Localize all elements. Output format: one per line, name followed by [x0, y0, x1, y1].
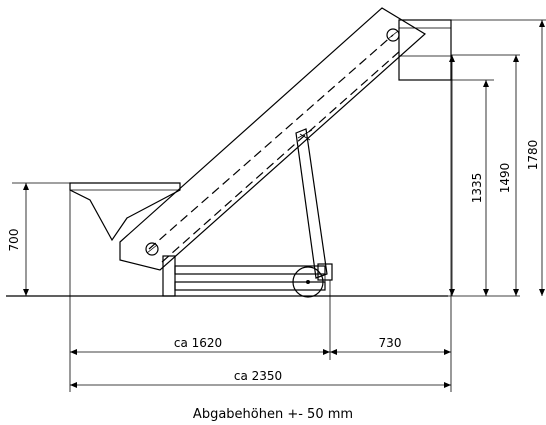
label-length-730: 730 [379, 336, 402, 350]
label-height-1490: 1490 [498, 163, 512, 194]
wheel [292, 266, 324, 298]
discharge-head [398, 19, 452, 81]
base-frame [162, 255, 333, 297]
caption: Abgabehöhen +- 50 mm [193, 407, 353, 422]
label-length-1620: ca 1620 [174, 336, 222, 350]
conveyor-belt [119, 7, 427, 271]
dim-hopper-height [12, 182, 70, 296]
support-strut [295, 128, 328, 279]
label-hopper-height: 700 [7, 229, 21, 252]
label-height-1780: 1780 [526, 140, 540, 171]
dim-height-1490 [449, 55, 455, 296]
dim-height-1335 [483, 80, 489, 296]
label-height-1335: 1335 [470, 173, 484, 204]
dim-length-730 [330, 349, 451, 355]
dim-height-1780 [451, 19, 546, 296]
bottom-roller [145, 242, 159, 256]
feed-hopper [69, 182, 181, 242]
label-length-2350: ca 2350 [234, 369, 282, 383]
dim-length-1620 [70, 349, 330, 355]
dim-length-2350 [70, 382, 451, 388]
